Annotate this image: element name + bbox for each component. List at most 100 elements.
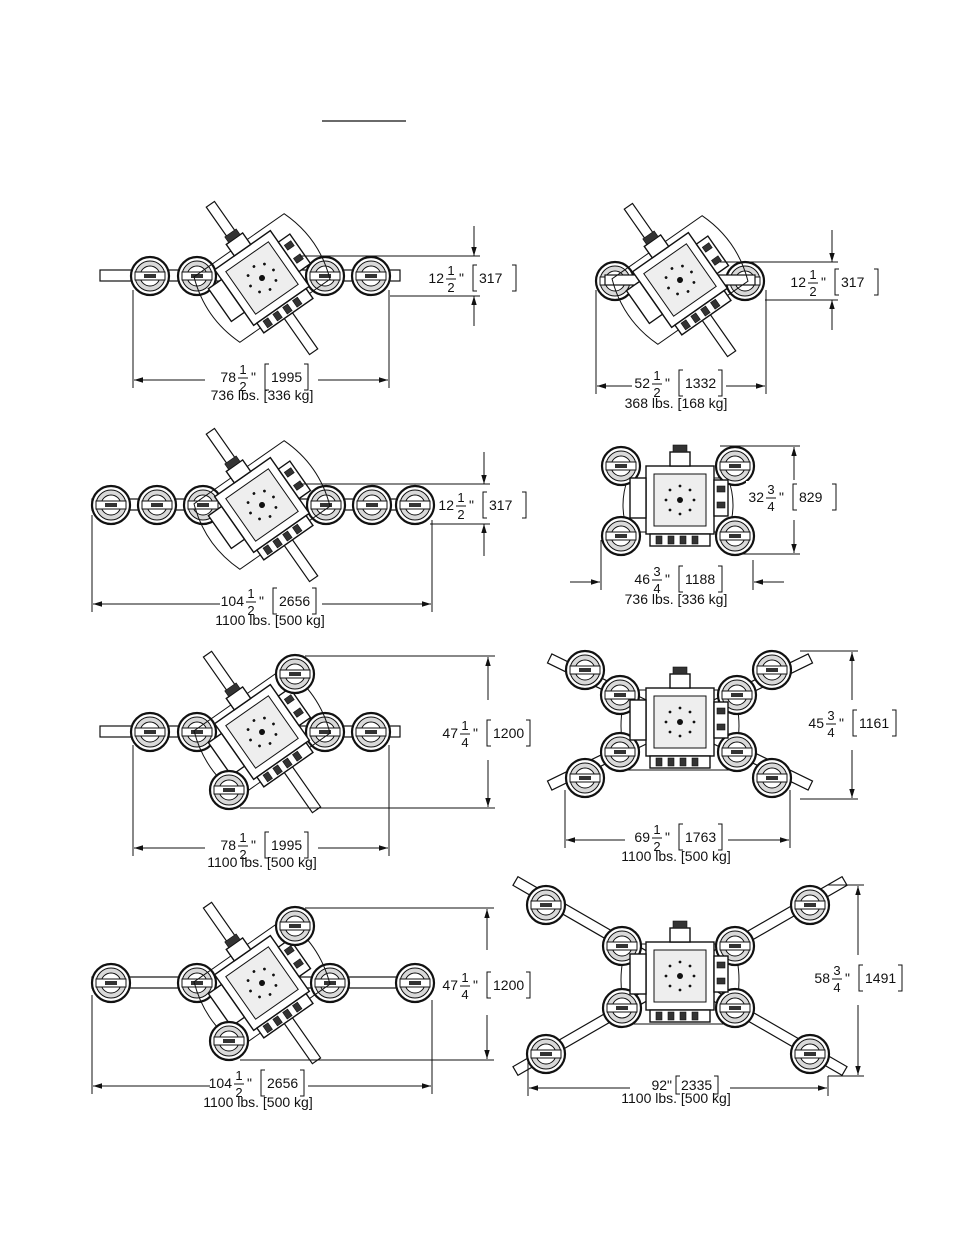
inch-mark: " (779, 489, 784, 505)
dim-whole: 45 (808, 715, 824, 731)
dim-numerator: 1 (457, 490, 464, 505)
dim-whole: 104 (221, 593, 245, 609)
bracket-left (675, 1075, 680, 1095)
dim-denominator: 4 (827, 725, 834, 740)
inch-mark: " (845, 970, 850, 986)
inch-mark: " (821, 274, 826, 290)
config-2-weight: 368 lbs. [168 kg] (625, 395, 728, 411)
dim-numerator: 1 (461, 970, 468, 985)
config-7-height-dimension (240, 907, 494, 1061)
inch-mark: " (665, 375, 670, 391)
dim-whole: 58 (814, 970, 830, 986)
dim-metric: 2335 (681, 1077, 712, 1093)
inch-mark: " (665, 571, 670, 587)
bracket-left (472, 264, 477, 292)
inch-mark: " (247, 1075, 252, 1091)
dim-whole: 47 (442, 977, 458, 993)
dim-denominator: 2 (653, 385, 660, 400)
config-7-weight: 1100 lbs. [500 kg] (203, 1094, 312, 1110)
dim-whole: 12 (438, 497, 454, 513)
config-1-drawing (99, 200, 401, 356)
bracket-right (512, 264, 517, 292)
config-4-drawing (600, 444, 756, 557)
bracket-right (522, 491, 527, 519)
dim-denominator: 2 (809, 284, 816, 299)
bracket-left (678, 369, 683, 397)
config-5-weight: 1100 lbs. [500 kg] (207, 854, 316, 870)
dim-numerator: 3 (653, 564, 660, 579)
dim-denominator: 2 (447, 280, 454, 295)
dim-numerator: 3 (833, 963, 840, 978)
dim-metric: 1188 (685, 571, 715, 587)
inch-mark: " (665, 829, 670, 845)
dim-whole: 12 (790, 274, 806, 290)
config-3-drawing (90, 427, 436, 583)
inch-mark: " (473, 725, 478, 741)
config-1-height-dimension (300, 226, 480, 326)
dim-metric: 1161 (859, 715, 889, 731)
inch-mark: " (469, 497, 474, 513)
config-3-width-dimension (91, 515, 433, 612)
bracket-left (482, 491, 487, 519)
inch-mark: " (251, 837, 256, 853)
bracket-left (678, 823, 683, 851)
config-4-width-dimension (570, 540, 784, 590)
dim-whole: 104 (209, 1075, 233, 1091)
bracket-right (526, 719, 531, 747)
config-6-weight: 1100 lbs. [500 kg] (621, 848, 730, 864)
bracket-left (792, 483, 797, 511)
bracket-left (834, 268, 839, 296)
dim-numerator: 3 (827, 708, 834, 723)
dim-whole: 78 (220, 837, 236, 853)
config-4-weight: 736 lbs. [336 kg] (625, 591, 728, 607)
dim-metric: 1332 (685, 375, 716, 391)
config-6-height-dimension (800, 650, 858, 800)
dim-whole: 78 (220, 369, 236, 385)
bracket-left (858, 964, 863, 992)
dim-numerator: 1 (461, 718, 468, 733)
bracket-right (714, 1075, 719, 1095)
bracket-right (304, 363, 309, 391)
inch-mark: " (251, 369, 256, 385)
bracket-left (264, 831, 269, 859)
dim-denominator: 2 (235, 1085, 242, 1100)
dim-numerator: 1 (809, 267, 816, 282)
dim-metric: 1995 (271, 837, 302, 853)
bracket-right (874, 268, 879, 296)
config-3-weight: 1100 lbs. [500 kg] (215, 612, 324, 628)
config-6-drawing (546, 649, 814, 799)
dim-metric: 317 (489, 497, 513, 513)
dim-denominator: 4 (653, 581, 660, 596)
inch-mark: " (473, 977, 478, 993)
dim-metric: 2656 (279, 593, 310, 609)
dim-numerator: 1 (239, 830, 246, 845)
dim-metric: 829 (799, 489, 823, 505)
bracket-left (678, 565, 683, 593)
dim-denominator: 2 (239, 379, 246, 394)
dim-numerator: 1 (653, 368, 660, 383)
dim-whole: 69 (634, 829, 650, 845)
dim-denominator: 4 (461, 735, 468, 750)
dim-metric: 317 (841, 274, 865, 290)
dim-metric: 2656 (267, 1075, 298, 1091)
bracket-right (304, 831, 309, 859)
dim-numerator: 1 (247, 586, 254, 601)
dim-metric: 1200 (493, 725, 524, 741)
dim-denominator: 4 (833, 980, 840, 995)
config-8-width-dimension (527, 1060, 829, 1096)
config-1-weight: 736 lbs. [336 kg] (211, 387, 314, 403)
bracket-right (718, 565, 723, 593)
config-8-weight: 1100 lbs. [500 kg] (621, 1090, 730, 1106)
dim-numerator: 1 (235, 1068, 242, 1083)
inch-mark: " (459, 270, 464, 286)
config-5-drawing (99, 650, 401, 814)
